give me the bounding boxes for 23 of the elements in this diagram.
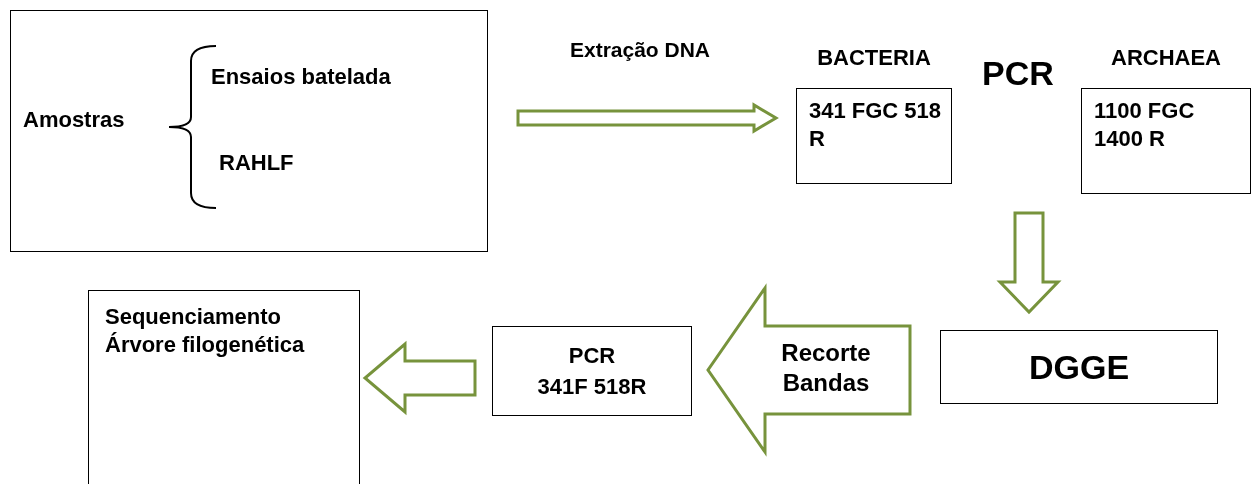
step-label: PCR	[982, 54, 1054, 92]
block-arrow	[996, 211, 1062, 315]
node-text: Amostras	[23, 107, 125, 132]
edge-label: Recorte Bandas	[780, 338, 872, 398]
edge-label: Extração DNA	[569, 37, 711, 64]
process-box	[492, 326, 692, 416]
group-box	[10, 10, 488, 252]
block-arrow	[516, 102, 779, 134]
block-arrow	[362, 340, 477, 416]
node-text: Árvore filogenética	[105, 330, 306, 358]
primer-text: 1100 FGC 1400 R	[1094, 97, 1196, 152]
process-box	[940, 330, 1218, 404]
node-text: DGGE	[1028, 346, 1130, 388]
box-heading: BACTERIA	[817, 44, 931, 72]
block-arrow	[706, 283, 912, 457]
node-text: Sequenciamento	[105, 303, 283, 331]
node-text: RAHLF	[219, 150, 294, 175]
node-text: 341F 518R	[537, 373, 647, 401]
primer-text: 341 FGC 518 R	[809, 97, 943, 152]
process-box	[88, 290, 360, 484]
node-text: Ensaios batelada	[211, 64, 391, 89]
node-text: PCR	[568, 341, 616, 369]
box-heading: ARCHAEA	[1111, 44, 1221, 72]
